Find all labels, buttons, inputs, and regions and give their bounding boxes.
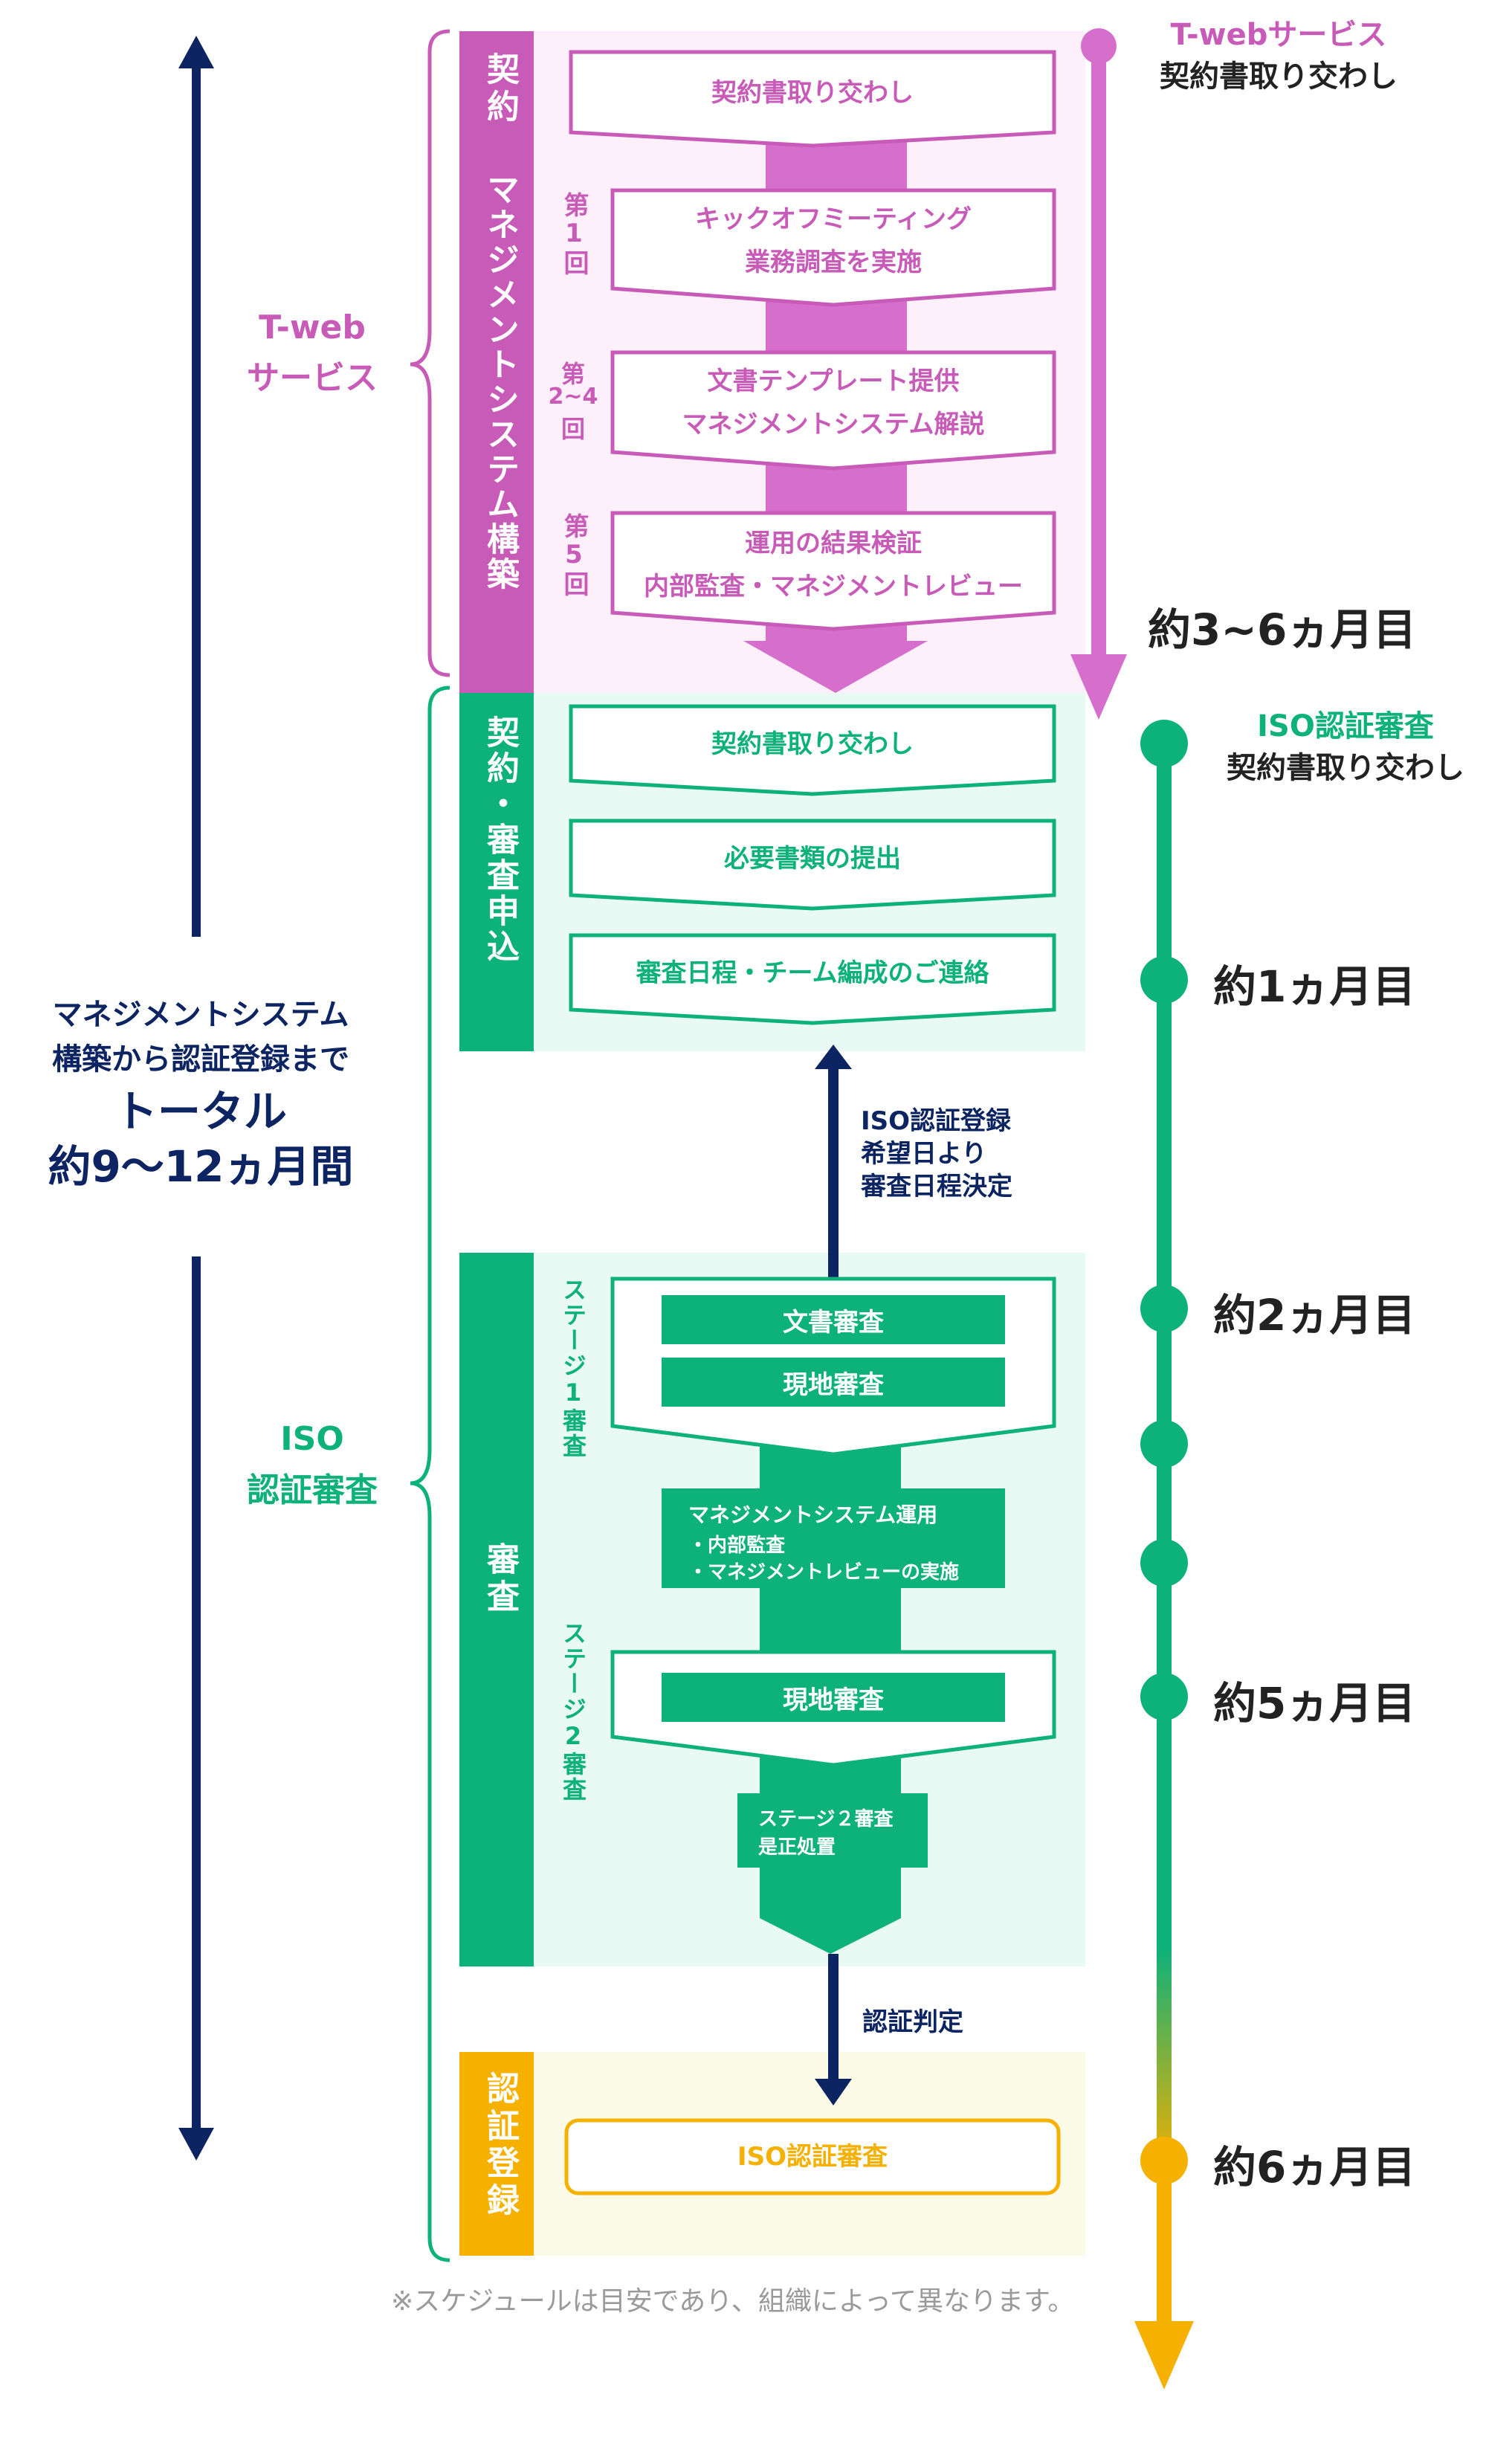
tweb-bracket-label-2: サービス (247, 359, 378, 397)
schedule-note-3: 審査日程決定 (861, 1172, 1012, 1201)
up-arrow-shaft (828, 1056, 839, 1279)
s1-step3-label-c: 回 (560, 415, 585, 443)
schedule-note-2: 希望日より (861, 1139, 987, 1169)
stage1-item-document-review: 文書審査 (662, 1295, 1005, 1344)
s1-step4-line1: 運用の結果検証 (745, 529, 922, 558)
s4-box-shape (564, 2118, 1061, 2195)
ops-line3: ・マネジメントレビューの実施 (688, 1561, 960, 1584)
total-arrow-top-head (178, 36, 214, 68)
footnote: ※スケジュールは目安であり、組織によって異なります。 (391, 2286, 1075, 2317)
s1-step4-label: 第5回 (559, 513, 589, 598)
ops-box: マネジメントシステム運用 ・内部監査 ・マネジメントレビューの実施 (662, 1488, 1005, 1588)
iso-dot-start (1140, 720, 1188, 767)
section4-bar-label: 認証登録 (481, 2071, 519, 2220)
iso-month-1: 約1ヵ月目 (1213, 961, 1416, 1012)
total-line1: マネジメントシステム (52, 998, 349, 1032)
iso-month-6: 約6ヵ月目 (1213, 2142, 1416, 2193)
correction-line2: 是正処置 (758, 1836, 836, 1859)
iso-bracket-label-2: 認証審査 (247, 1471, 378, 1509)
tweb-timeline-sub: 契約書取り交わし (1160, 59, 1398, 94)
ops-line1: マネジメントシステム運用 (688, 1503, 938, 1527)
section3-end-arrow (760, 1862, 901, 1954)
s2-step3-shape (569, 933, 1056, 1025)
iso-timeline-line-green (1157, 743, 1172, 1955)
tweb-bracket-label-1: T-web (259, 309, 366, 346)
s2-step1-shape (569, 704, 1056, 796)
section3-bar-label: 審査 (481, 1542, 519, 1616)
down-arrow-shaft (828, 1954, 839, 2079)
iso-dot-m3 (1140, 1420, 1188, 1468)
iso-dot-m5 (1140, 1673, 1188, 1720)
total-arrow-bottom-head (178, 2128, 214, 2161)
section1-side-bar (459, 31, 534, 693)
s1-step3-label-b: 2~4 (548, 384, 598, 410)
s1-step2-line2: 業務調査を実施 (745, 248, 922, 277)
tweb-timeline-arrow (1070, 654, 1127, 720)
s1-step1-shape (569, 50, 1056, 148)
total-arrow-bottom-shaft (192, 1256, 201, 2134)
iso-dot-m1 (1140, 956, 1188, 1004)
iso-bracket-label-1: ISO (280, 1420, 344, 1458)
section2-side-bar (459, 693, 534, 1051)
s1-step3-line2: マネジメントシステム解説 (682, 410, 985, 439)
section4-side-bar (459, 2052, 534, 2256)
s1-step4-line2: 内部監査・マネジメントレビュー (644, 572, 1023, 601)
decision-label: 認証判定 (862, 2007, 963, 2037)
up-arrow-head (815, 1045, 852, 1069)
iso-dot-m2 (1140, 1285, 1188, 1332)
s1-step1-text: 契約書取り交わし (711, 78, 914, 108)
down-arrow-head (815, 2079, 852, 2106)
stage2-label: ステージ2審査 (559, 1621, 587, 1802)
section3-side-bar (459, 1253, 534, 1966)
tweb-timeline-end: 約3~6ヵ月目 (1148, 604, 1417, 655)
tweb-bracket (410, 29, 450, 677)
total-arrow-top-shaft (192, 59, 201, 937)
stage2-item-onsite-review: 現地審査 (662, 1673, 1005, 1722)
s1-step4-shape (610, 511, 1056, 631)
total-line3: トータル (114, 1086, 287, 1137)
section1-bar-top-label: 契約 (481, 52, 519, 126)
total-line4: 約9〜12ヵ月間 (48, 1141, 354, 1192)
s4-box-text: ISO認証審査 (737, 2142, 888, 2172)
iso-timeline-line-gradient (1157, 1948, 1172, 2171)
s2-step1-text: 契約書取り交わし (711, 729, 914, 759)
schedule-note-1: ISO認証登録 (861, 1106, 1012, 1136)
tweb-timeline-title: T-webサービス (1170, 18, 1387, 52)
total-line2: 構築から認証登録まで (52, 1042, 349, 1077)
iso-dot-m4 (1140, 1539, 1188, 1587)
section1-bar-bottom-label: マネジメントシステム構築 (481, 172, 519, 592)
iso-timeline-line-yellow (1157, 2169, 1172, 2327)
iso-bracket (410, 685, 450, 2262)
s1-step2-label: 第1回 (559, 192, 589, 277)
iso-timeline-arrow (1134, 2321, 1194, 2390)
s1-step3-line1: 文書テンプレート提供 (707, 367, 960, 396)
iso-timeline-sub: 契約書取り交わし (1227, 751, 1464, 785)
s2-step2-shape (569, 819, 1056, 911)
stage1-item-onsite-review: 現地審査 (662, 1358, 1005, 1407)
s1-step2-shape (610, 188, 1056, 307)
iso-dot-m6 (1140, 2137, 1188, 2184)
tweb-timeline-line (1091, 46, 1106, 656)
ops-line2: ・内部監査 (688, 1535, 786, 1557)
iso-month-5: 約5ヵ月目 (1213, 1678, 1416, 1729)
correction-line1: ステージ２審査 (758, 1808, 894, 1830)
s1-step2-line1: キックオフミーティング (695, 204, 972, 234)
s1-step3-shape (610, 350, 1056, 471)
iso-month-2: 約2ヵ月目 (1213, 1290, 1416, 1340)
iso-timeline-title: ISO認証審査 (1257, 709, 1434, 743)
s2-step3-text: 審査日程・チーム編成のご連絡 (636, 958, 989, 988)
section1-end-arrow (743, 641, 928, 693)
section2-bar-label: 契約・審査申込 (481, 715, 519, 965)
s1-step3-label-a: 第 (560, 360, 585, 388)
stage1-label: ステージ1審査 (559, 1277, 587, 1459)
s2-step2-text: 必要書類の提出 (724, 844, 901, 874)
correction-box: ステージ２審査 是正処置 (737, 1793, 928, 1868)
